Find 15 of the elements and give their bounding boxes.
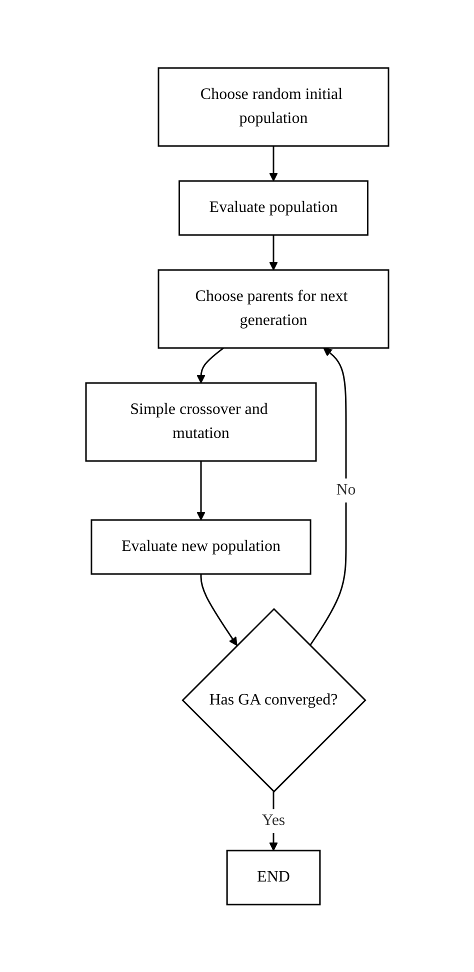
arrow <box>268 146 278 182</box>
node-diamond: Has GA converged? <box>181 608 366 792</box>
edge-label: Yes <box>262 812 285 829</box>
node-box: END <box>226 850 320 906</box>
node-box: Choose parents for next generation <box>158 268 389 348</box>
arrow <box>309 347 346 646</box>
arrow <box>196 460 206 520</box>
arrow <box>268 234 278 270</box>
arrow <box>200 574 238 646</box>
arrow <box>196 347 224 384</box>
node-box: Choose random initial population <box>158 66 389 146</box>
node-box: Evaluate population <box>178 180 368 236</box>
node-box: Evaluate new population <box>90 518 312 574</box>
node-box: Simple crossover and mutation <box>85 382 316 462</box>
edge-label: No <box>336 481 356 498</box>
